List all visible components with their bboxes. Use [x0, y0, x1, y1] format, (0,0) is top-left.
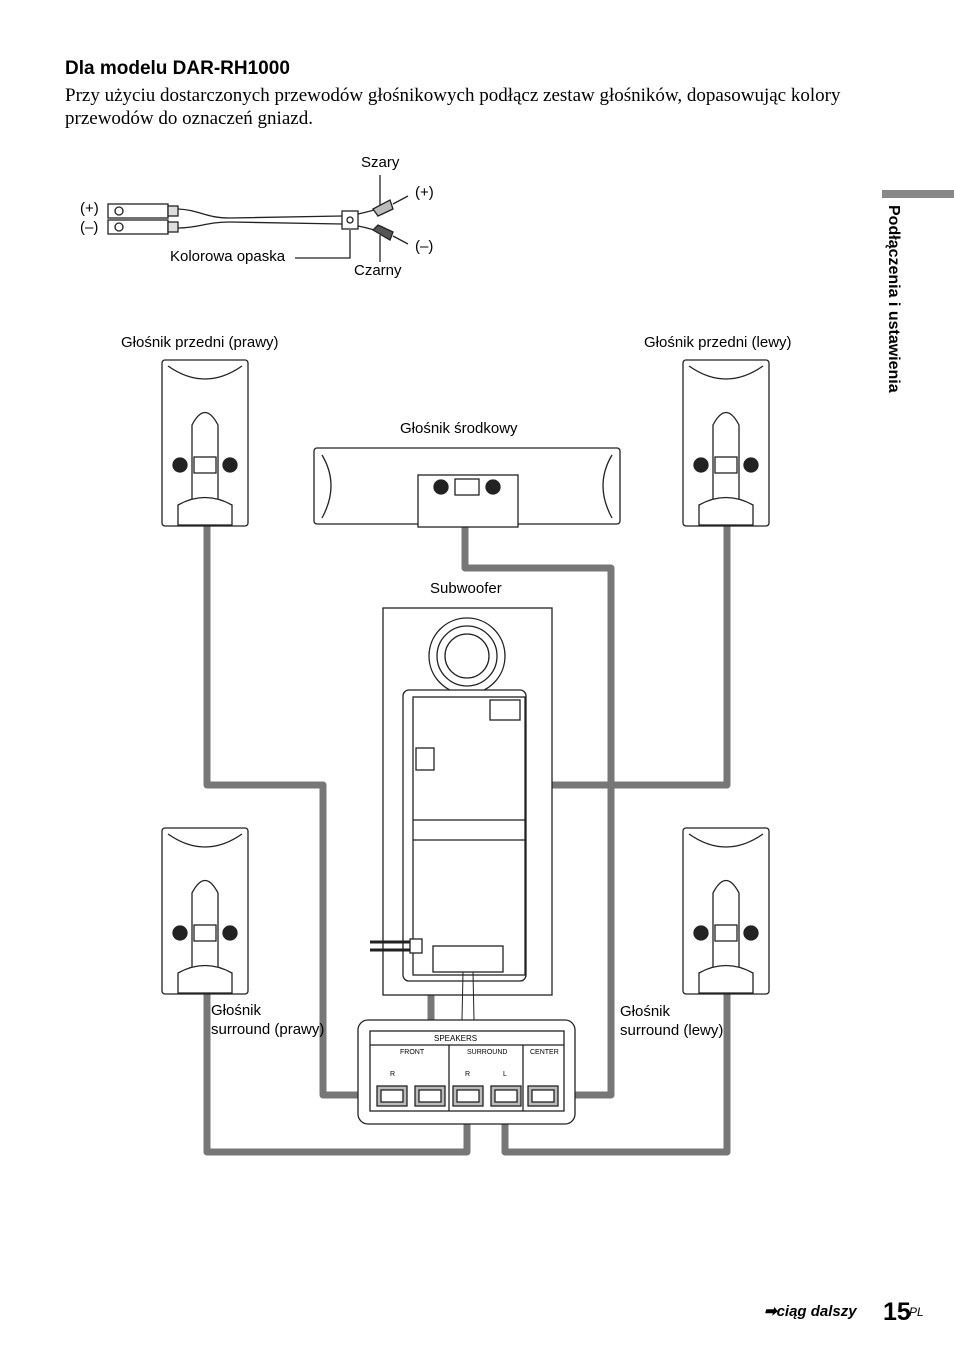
panel-front-label: FRONT: [400, 1049, 425, 1056]
subwoofer-label: Subwoofer: [430, 580, 502, 597]
surround-right-speaker: [161, 827, 249, 995]
center-label: Głośnik środkowy: [400, 420, 518, 437]
page-number: 15: [883, 1298, 911, 1326]
cable-black-label: Czarny: [354, 262, 402, 279]
surround-right-label-1: Głośnik: [211, 1002, 262, 1019]
section-heading: Dla modelu DAR-RH1000: [65, 58, 290, 79]
panel-surround-label: SURROUND: [467, 1049, 508, 1056]
panel-speakers-label: SPEAKERS: [434, 1034, 478, 1043]
cable-minus-label: (–): [415, 238, 434, 255]
panel-center-label: CENTER: [530, 1049, 559, 1056]
front-left-label: Głośnik przedni (lewy): [644, 334, 792, 351]
cable-gray-label: Szary: [361, 154, 400, 171]
side-section-title: Podłączenia i ustawienia: [885, 205, 902, 393]
surround-right-label-2: surround (prawy): [211, 1021, 325, 1038]
center-speaker: [313, 447, 621, 528]
surround-left-label-1: Głośnik: [620, 1003, 671, 1020]
intro-paragraph: Przy użyciu dostarczonych przewodów głoś…: [65, 85, 841, 129]
plug-minus-label: (–): [80, 219, 99, 236]
subwoofer: [370, 607, 553, 996]
arrow-right-icon: ➡: [764, 1303, 777, 1320]
front-right-label: Głośnik przedni (prawy): [121, 334, 279, 351]
panel-surround-l-label: L: [503, 1071, 507, 1078]
zoom-lines: [461, 971, 475, 1021]
cable-plus-label: (+): [415, 184, 434, 201]
surround-left-speaker: [682, 827, 770, 995]
surround-left-label-2: surround (lewy): [620, 1022, 724, 1039]
side-tab-bar: [882, 190, 954, 198]
front-left-speaker: [682, 359, 770, 527]
panel-front-r-label: R: [390, 1071, 396, 1078]
speaker-cable-illustration: [107, 175, 409, 262]
front-right-speaker: [161, 359, 249, 527]
page-language-suffix: PL: [909, 1305, 924, 1319]
color-band-label: Kolorowa opaska: [170, 248, 286, 265]
speaker-terminal-panel: [357, 1019, 576, 1125]
plug-plus-label: (+): [80, 200, 99, 217]
continued-note: ➡ciąg dalszy: [764, 1303, 857, 1320]
panel-surround-r-label: R: [465, 1071, 471, 1078]
